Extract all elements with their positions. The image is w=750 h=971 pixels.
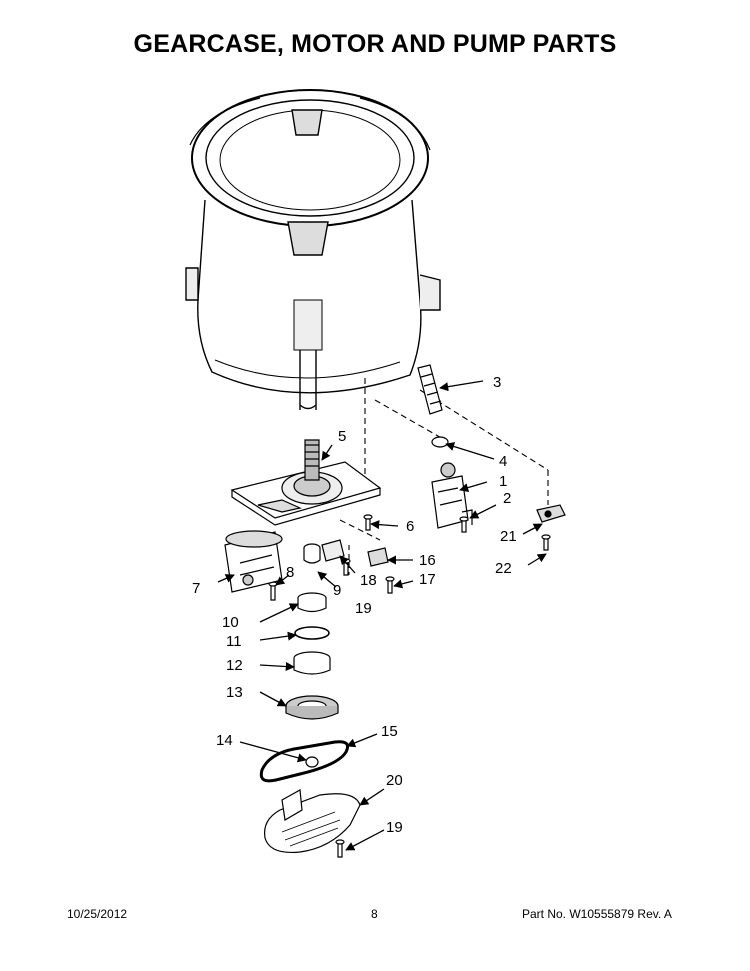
belt-and-pulley [259, 740, 350, 783]
callout-10: 10 [222, 614, 239, 631]
callout-22: 22 [495, 560, 512, 577]
footer-page-number: 8 [371, 907, 378, 921]
page-title: GEARCASE, MOTOR AND PUMP PARTS [133, 30, 617, 58]
callout-19-upper: 19 [355, 600, 372, 617]
clutch-stack [285, 592, 339, 720]
callout-18: 18 [360, 572, 377, 589]
callout-6: 6 [406, 518, 414, 535]
callout-13: 13 [226, 684, 243, 701]
callout-20: 20 [386, 772, 403, 789]
callout-2: 2 [503, 490, 511, 507]
dashed-leaders [339, 378, 549, 575]
callout-21: 21 [500, 528, 517, 545]
callout-17: 17 [419, 571, 436, 588]
drive-plate [263, 789, 361, 854]
callout-9: 9 [333, 582, 341, 599]
hose-bracket [536, 504, 566, 523]
capacitor-and-switch [303, 539, 389, 567]
callout-3: 3 [493, 374, 501, 391]
callout-15: 15 [381, 723, 398, 740]
callout-1: 1 [499, 473, 507, 490]
callout-12: 12 [226, 657, 243, 674]
callout-arrows [217, 380, 547, 851]
callout-8: 8 [286, 564, 294, 581]
callout-5: 5 [338, 428, 346, 445]
callout-14: 14 [216, 732, 233, 749]
callout-4: 4 [499, 453, 507, 470]
callout-7: 7 [192, 580, 200, 597]
outer-tub [185, 89, 441, 410]
footer-date: 10/25/2012 [67, 907, 128, 921]
gearcase [230, 439, 382, 526]
callout-16: 16 [419, 552, 436, 569]
callout-11: 11 [226, 633, 242, 650]
drain-hose [417, 364, 443, 415]
callout-19-lower: 19 [386, 819, 403, 836]
footer-part-number: Part No. W10555879 Rev. A [522, 907, 672, 921]
